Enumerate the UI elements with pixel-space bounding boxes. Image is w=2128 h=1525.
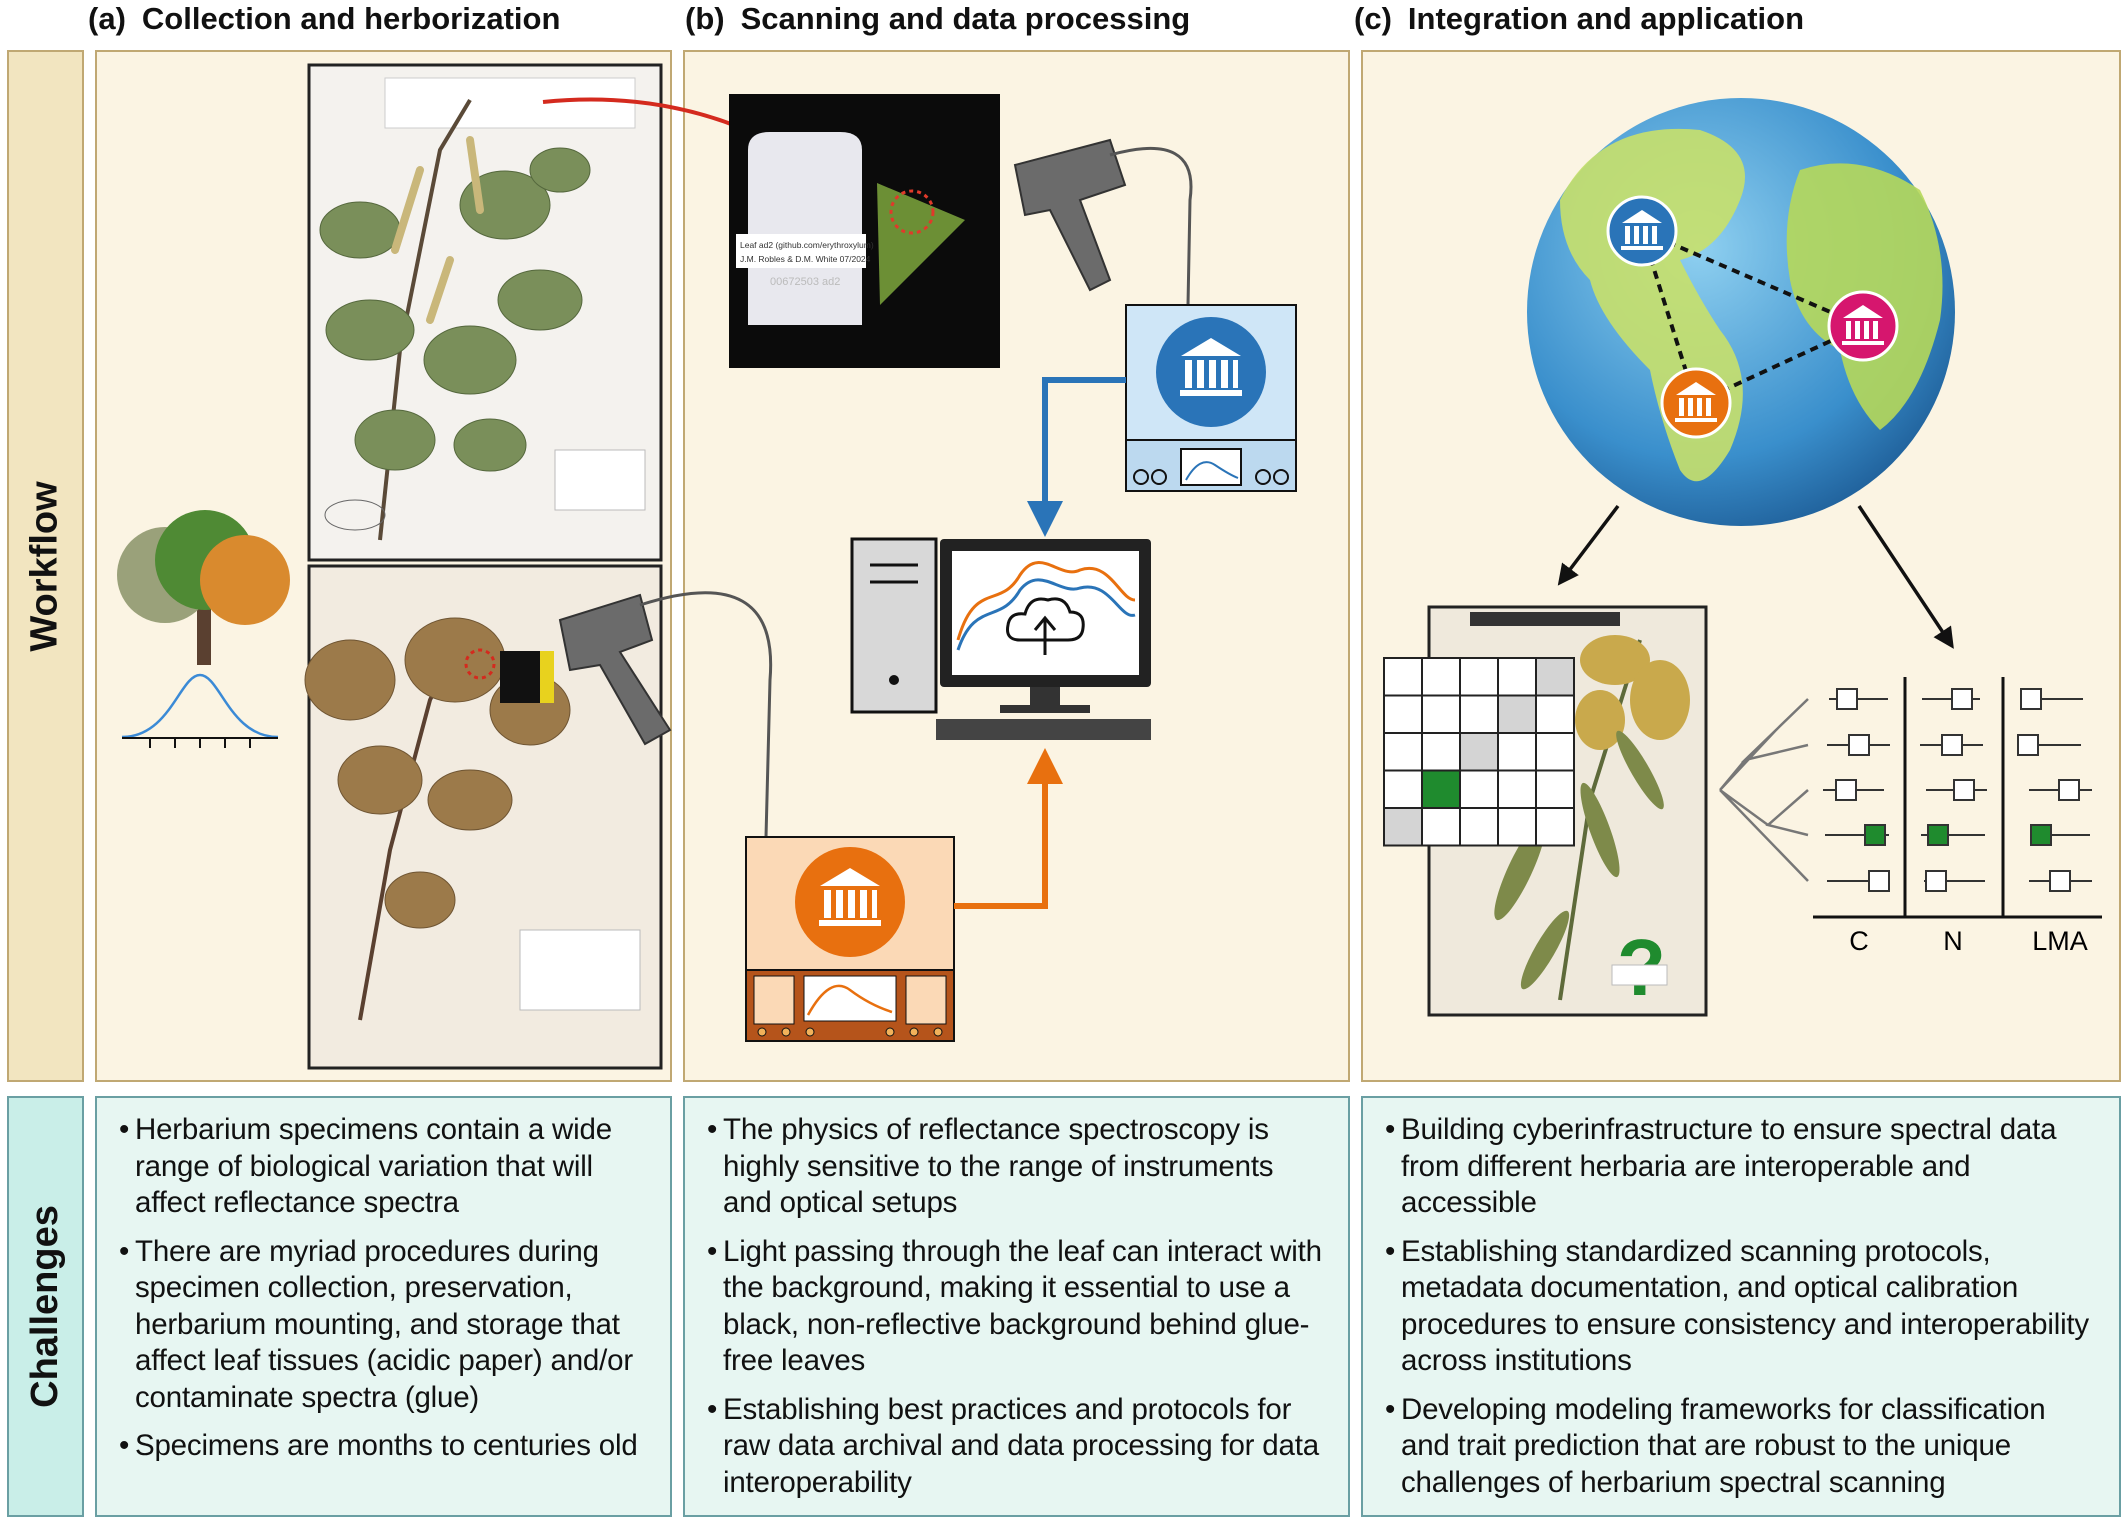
grid-cell xyxy=(1383,694,1423,734)
trait-box xyxy=(1868,870,1890,892)
tree-icon xyxy=(117,510,290,665)
challenge-item: Establishing standardized scanning proto… xyxy=(1385,1234,2099,1380)
grid-cell xyxy=(1497,694,1537,734)
trait-box-highlight xyxy=(2030,824,2052,846)
grid-cell xyxy=(1535,694,1575,734)
challenge-item: Herbarium specimens contain a wide range… xyxy=(119,1112,650,1222)
grid-cell xyxy=(1383,732,1423,772)
trait-box xyxy=(1953,779,1975,801)
grid-cell xyxy=(1535,732,1575,772)
challenge-item: Establishing best practices and protocol… xyxy=(707,1392,1328,1502)
grid-cell xyxy=(1383,807,1423,847)
trait-box xyxy=(2020,688,2042,710)
computer-icon xyxy=(850,537,1151,740)
trait-box xyxy=(2049,870,2071,892)
cloud-upload-icon xyxy=(1006,597,1085,655)
trait-box xyxy=(1925,870,1947,892)
trait-label-n: N xyxy=(1943,926,1963,956)
trait-box xyxy=(2017,734,2039,756)
trait-label-lma: LMA xyxy=(2032,926,2088,956)
grid-cell xyxy=(1421,694,1461,734)
arrow-to-traits xyxy=(1857,505,1954,649)
trait-box xyxy=(1951,688,1973,710)
grid-cell-highlight xyxy=(1421,769,1461,809)
trait-box xyxy=(2058,779,2080,801)
challenges-panel-b: The physics of reflectance spectroscopy … xyxy=(683,1096,1350,1517)
bell-curve-icon xyxy=(121,673,279,748)
column-tag: (c) xyxy=(1354,1,1392,36)
grid-cell xyxy=(1459,732,1499,772)
grid-cell xyxy=(1497,807,1537,847)
challenge-item: There are myriad procedures during speci… xyxy=(119,1234,650,1417)
grid-cell xyxy=(1459,807,1499,847)
orange-arrow xyxy=(954,748,1063,909)
challenges-panel-a: Herbarium specimens contain a wide range… xyxy=(95,1096,672,1517)
spectrometer-probe-icon xyxy=(1013,138,1193,306)
workflow-illustrations: Leaf ad2 (github.com/erythroxylum) J.M. … xyxy=(117,63,2102,1070)
grid-cell xyxy=(1459,769,1499,809)
grid-cell xyxy=(1421,657,1461,697)
grid-cell xyxy=(1535,657,1575,697)
challenge-item: Light passing through the leaf can inter… xyxy=(707,1234,1328,1380)
grid-cell xyxy=(1421,807,1461,847)
challenge-item: Specimens are months to centuries old xyxy=(119,1428,650,1465)
trait-label-c: C xyxy=(1849,926,1869,956)
grid-cell xyxy=(1459,694,1499,734)
scan-label-handwritten: 00672503 ad2 xyxy=(770,276,840,288)
column-title: Collection and herborization xyxy=(141,1,561,36)
globe-icon xyxy=(1527,98,1955,526)
grid-cell xyxy=(1459,657,1499,697)
classification-grid xyxy=(1383,657,1575,847)
challenge-item: Building cyberinfrastructure to ensure s… xyxy=(1385,1112,2099,1222)
challenges-panel-c: Building cyberinfrastructure to ensure s… xyxy=(1361,1096,2121,1517)
column-header-a: (a) Collection and herborization xyxy=(88,0,560,38)
grid-cell xyxy=(1497,732,1537,772)
blue-arrow xyxy=(1027,377,1126,537)
arrow-to-specimen xyxy=(1557,504,1620,586)
challenge-item: Developing modeling frameworks for class… xyxy=(1385,1392,2099,1502)
institution-icon xyxy=(819,868,881,926)
challenges-label: Challenges xyxy=(24,1205,67,1408)
grid-cell xyxy=(1383,657,1423,697)
grid-cell xyxy=(1497,769,1537,809)
trait-box xyxy=(1848,734,1870,756)
trait-box xyxy=(1836,688,1858,710)
column-tag: (b) xyxy=(685,1,725,36)
column-tag: (a) xyxy=(88,1,126,36)
column-header-c: (c) Integration and application xyxy=(1354,0,1804,38)
grid-cell xyxy=(1421,732,1461,772)
trait-box xyxy=(1941,734,1963,756)
column-header-b: (b) Scanning and data processing xyxy=(685,0,1190,38)
grid-cell xyxy=(1497,657,1537,697)
scanned-leaf-photo: Leaf ad2 (github.com/erythroxylum) J.M. … xyxy=(729,94,1000,368)
trait-chart: C N LMA xyxy=(1719,677,2102,956)
trait-box-highlight xyxy=(1927,824,1949,846)
grid-cell xyxy=(1535,769,1575,809)
herbarium-specimen-1 xyxy=(307,63,663,562)
institution-pink xyxy=(1827,290,1899,362)
orange-spectrometer-device xyxy=(745,836,955,1042)
column-title: Scanning and data processing xyxy=(740,1,1191,36)
column-title: Integration and application xyxy=(1407,1,1805,36)
blue-spectrometer-device xyxy=(1125,304,1297,492)
grid-cell xyxy=(1383,769,1423,809)
scan-label-line2: J.M. Robles & D.M. White 07/2024 xyxy=(740,254,871,264)
trait-box-highlight xyxy=(1864,824,1886,846)
trait-box xyxy=(1835,779,1857,801)
workflow-row-label: Workflow xyxy=(7,50,84,1082)
challenge-item: The physics of reflectance spectroscopy … xyxy=(707,1112,1328,1222)
institution-blue xyxy=(1606,195,1678,267)
phylogeny-tree xyxy=(1719,698,1809,882)
spectrometer-probe-icon-2 xyxy=(558,591,773,838)
institution-orange xyxy=(1660,367,1732,439)
institution-icon xyxy=(1180,338,1242,396)
scan-label-line1: Leaf ad2 (github.com/erythroxylum) xyxy=(740,240,874,250)
grid-cell xyxy=(1535,807,1575,847)
challenges-row-label: Challenges xyxy=(7,1096,84,1517)
